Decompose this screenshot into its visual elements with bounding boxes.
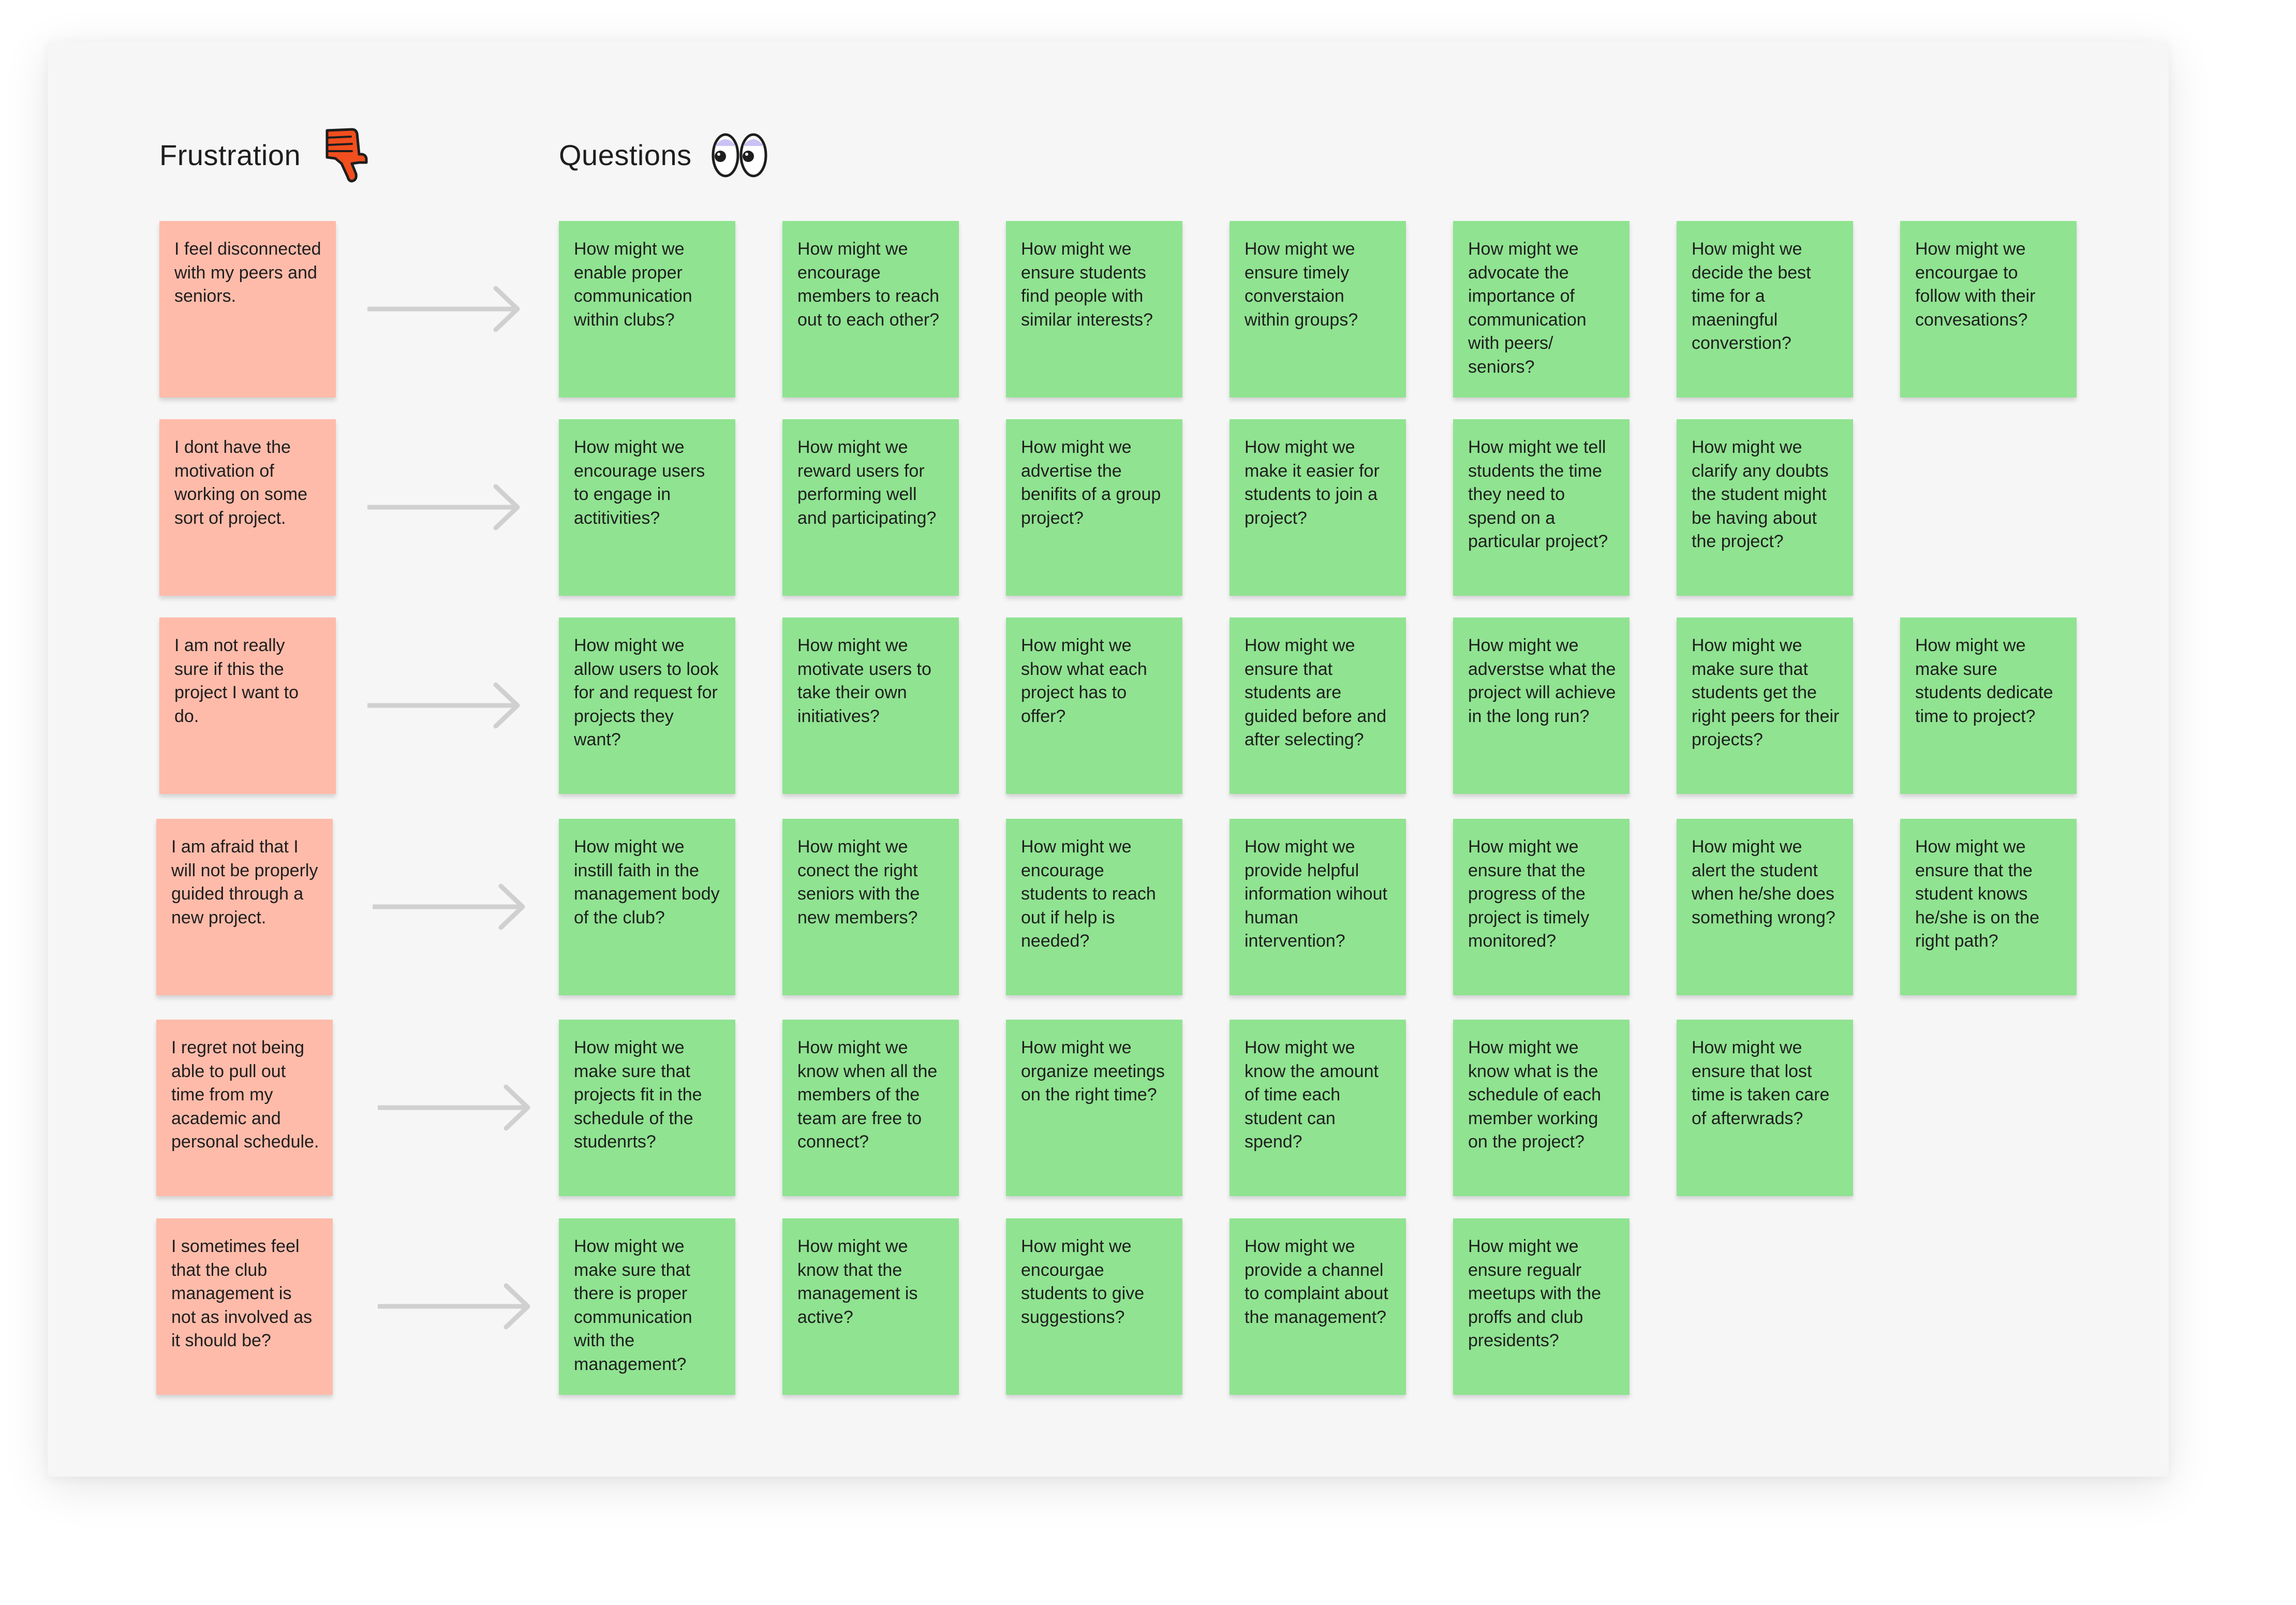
question-note[interactable]: How might we make it easier for students… — [1230, 419, 1406, 596]
arrow-icon — [378, 1283, 530, 1330]
question-note[interactable]: How might we organize meetings on the ri… — [1006, 1020, 1182, 1196]
question-note[interactable]: How might we reward users for performing… — [782, 419, 959, 596]
frustration-note[interactable]: I regret not being able to pull out time… — [156, 1020, 333, 1196]
question-note[interactable]: How might we know that the management is… — [782, 1218, 959, 1395]
question-note[interactable]: How might we ensure that the student kno… — [1900, 819, 2077, 995]
question-note[interactable]: How might we ensure that lost time is ta… — [1677, 1020, 1853, 1196]
frustration-note[interactable]: I feel disconnected with my peers and se… — [159, 221, 336, 397]
question-note[interactable]: How might we encourage students to reach… — [1006, 819, 1182, 995]
question-note[interactable]: How might we encourage users to engage i… — [559, 419, 735, 596]
frustration-heading: Frustration — [159, 139, 301, 171]
question-note[interactable]: How might we ensure that students are gu… — [1230, 617, 1406, 794]
question-note[interactable]: How might we encourgae students to give … — [1006, 1218, 1182, 1395]
question-note[interactable]: How might we enable proper communication… — [559, 221, 735, 397]
question-note[interactable]: How might we ensure students find people… — [1006, 221, 1182, 397]
questions-heading: Questions — [559, 139, 692, 171]
arrow-icon — [378, 1084, 530, 1131]
question-note[interactable]: How might we know the amount of time eac… — [1230, 1020, 1406, 1196]
question-note[interactable]: How might we adverstse what the project … — [1453, 617, 1630, 794]
question-note[interactable]: How might we allow users to look for and… — [559, 617, 735, 794]
question-note[interactable]: How might we make sure that students get… — [1677, 617, 1853, 794]
question-note[interactable]: How might we provide a channel to compla… — [1230, 1218, 1406, 1395]
question-note[interactable]: How might we encourgae to follow with th… — [1900, 221, 2077, 397]
question-note[interactable]: How might we clarify any doubts the stud… — [1677, 419, 1853, 596]
question-note[interactable]: How might we encourage members to reach … — [782, 221, 959, 397]
question-note[interactable]: How might we know when all the members o… — [782, 1020, 959, 1196]
question-note[interactable]: How might we make sure students dedicate… — [1900, 617, 2077, 794]
question-note[interactable]: How might we make sure that projects fit… — [559, 1020, 735, 1196]
question-note[interactable]: How might we decide the best time for a … — [1677, 221, 1853, 397]
question-note[interactable]: How might we ensure regualr meetups with… — [1453, 1218, 1630, 1395]
question-note[interactable]: How might we motivate users to take thei… — [782, 617, 959, 794]
frustration-note[interactable]: I am not really sure if this the project… — [159, 617, 336, 794]
question-note[interactable]: How might we ensure that the progress of… — [1453, 819, 1630, 995]
question-note[interactable]: How might we tell students the time they… — [1453, 419, 1630, 596]
frustration-note[interactable]: I sometimes feel that the club managemen… — [156, 1218, 333, 1395]
question-note[interactable]: How might we alert the student when he/s… — [1677, 819, 1853, 995]
frustration-note[interactable]: I dont have the motivation of working on… — [159, 419, 336, 596]
thumbs-down-icon — [325, 128, 368, 183]
question-note[interactable]: How might we advertise the benifits of a… — [1006, 419, 1182, 596]
question-note[interactable]: How might we provide helpful information… — [1230, 819, 1406, 995]
question-note[interactable]: How might we show what each project has … — [1006, 617, 1182, 794]
frustration-note[interactable]: I am afraid that I will not be properly … — [156, 819, 333, 995]
question-note[interactable]: How might we instill faith in the manage… — [559, 819, 735, 995]
question-note[interactable]: How might we conect the right seniors wi… — [782, 819, 959, 995]
arrow-icon — [367, 484, 520, 531]
arrow-icon — [367, 286, 520, 332]
arrow-icon — [373, 884, 525, 930]
eyes-icon — [712, 133, 767, 178]
arrow-icon — [367, 682, 520, 729]
question-note[interactable]: How might we ensure timely converstaion … — [1230, 221, 1406, 397]
question-note[interactable]: How might we advocate the importance of … — [1453, 221, 1630, 397]
question-note[interactable]: How might we know what is the schedule o… — [1453, 1020, 1630, 1196]
question-note[interactable]: How might we make sure that there is pro… — [559, 1218, 735, 1395]
